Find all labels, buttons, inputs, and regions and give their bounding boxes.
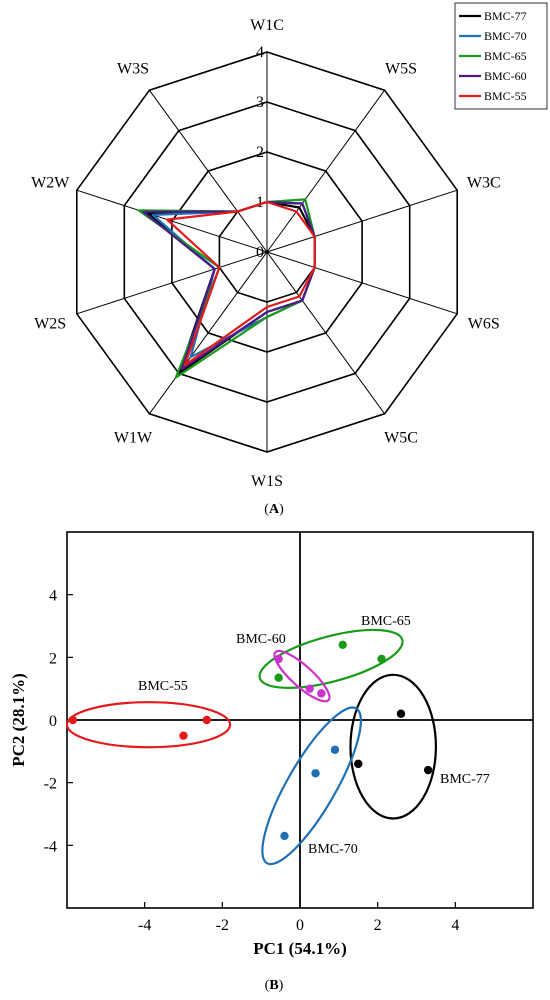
radar-spoke (266, 251, 386, 415)
radar-spoke (76, 251, 268, 315)
x-tick-label: -4 (138, 917, 151, 934)
y-axis-label: PC2 (28.1%) (9, 673, 28, 766)
radar-series-line (166, 200, 316, 367)
radar-series-line (147, 200, 316, 375)
radar-spoke (266, 189, 458, 253)
radar-axis-label: W3C (467, 175, 501, 192)
data-point (68, 715, 78, 725)
y-tick-label: 4 (49, 588, 57, 605)
radar-spoke (266, 251, 458, 315)
radar-axis-label: W1S (251, 473, 283, 490)
group-label: BMC-60 (236, 632, 286, 647)
radar-tick-label: 3 (256, 94, 264, 111)
radar-tick-label: 0 (256, 244, 264, 261)
radar-tick-label: 4 (256, 44, 264, 61)
panel-label-a: (A) (264, 502, 284, 517)
radar-spoke (148, 89, 268, 253)
radar-axis-label: W6S (468, 316, 500, 333)
radar-axis-label: W3S (117, 61, 149, 78)
group-label: BMC-77 (440, 772, 490, 787)
group-label: BMC-70 (308, 842, 358, 857)
radar-axis-label: W5C (384, 430, 418, 447)
radar-tick-label: 2 (256, 144, 264, 161)
legend-label: BMC-77 (484, 9, 527, 23)
data-point (202, 715, 211, 725)
radar-chart: 0 1 2 3 4 W1C W5S W3C W6S W5C W1S W1W W2S W2W W3S BMC-7… (31, 2, 548, 490)
x-tick-label: 0 (296, 917, 304, 934)
x-tick-label: 4 (451, 917, 459, 934)
confidence-ellipse (261, 706, 363, 866)
radar-tick-label: 1 (256, 194, 264, 211)
x-tick-label: -2 (216, 917, 229, 934)
panel-label-b: (B) (265, 978, 284, 993)
group-label: BMC-55 (138, 679, 188, 694)
data-point (280, 831, 289, 841)
radar-spoke (148, 251, 268, 415)
radar-axis-label: W1W (114, 430, 153, 447)
data-point (179, 731, 188, 740)
data-point (274, 654, 283, 664)
y-tick-label: -2 (44, 776, 57, 793)
data-point (305, 684, 314, 693)
confidence-ellipse (258, 628, 404, 689)
data-point (338, 640, 347, 649)
legend-label: BMC-60 (484, 69, 527, 83)
data-point (354, 759, 363, 769)
radar-spoke (266, 89, 386, 253)
legend-label: BMC-65 (484, 49, 527, 63)
radar-series-line (142, 200, 316, 371)
group-label: BMC-65 (361, 614, 411, 629)
confidence-ellipse (273, 649, 331, 703)
legend-label: BMC-70 (484, 29, 527, 43)
legend-label: BMC-55 (484, 89, 527, 103)
radar-axis-label: W2W (31, 175, 70, 192)
radar-axis-label: W2S (34, 316, 66, 333)
data-point (274, 673, 283, 682)
confidence-ellipse (65, 701, 232, 749)
data-point (396, 709, 406, 718)
data-point (423, 765, 433, 775)
confidence-ellipse (349, 673, 438, 820)
data-point (330, 745, 340, 754)
radar-axis-label: W1C (250, 17, 284, 34)
y-tick-label: 0 (49, 713, 57, 730)
x-axis-label: PC1 (54.1%) (253, 939, 346, 958)
y-tick-label: -4 (44, 838, 57, 855)
data-point (317, 689, 326, 698)
data-point (377, 654, 386, 664)
y-tick-label: 2 (49, 650, 57, 667)
x-tick-label: 2 (374, 917, 382, 934)
data-point (311, 769, 320, 778)
radar-axis-label: W5S (385, 61, 417, 78)
radar-spoke (76, 189, 268, 253)
